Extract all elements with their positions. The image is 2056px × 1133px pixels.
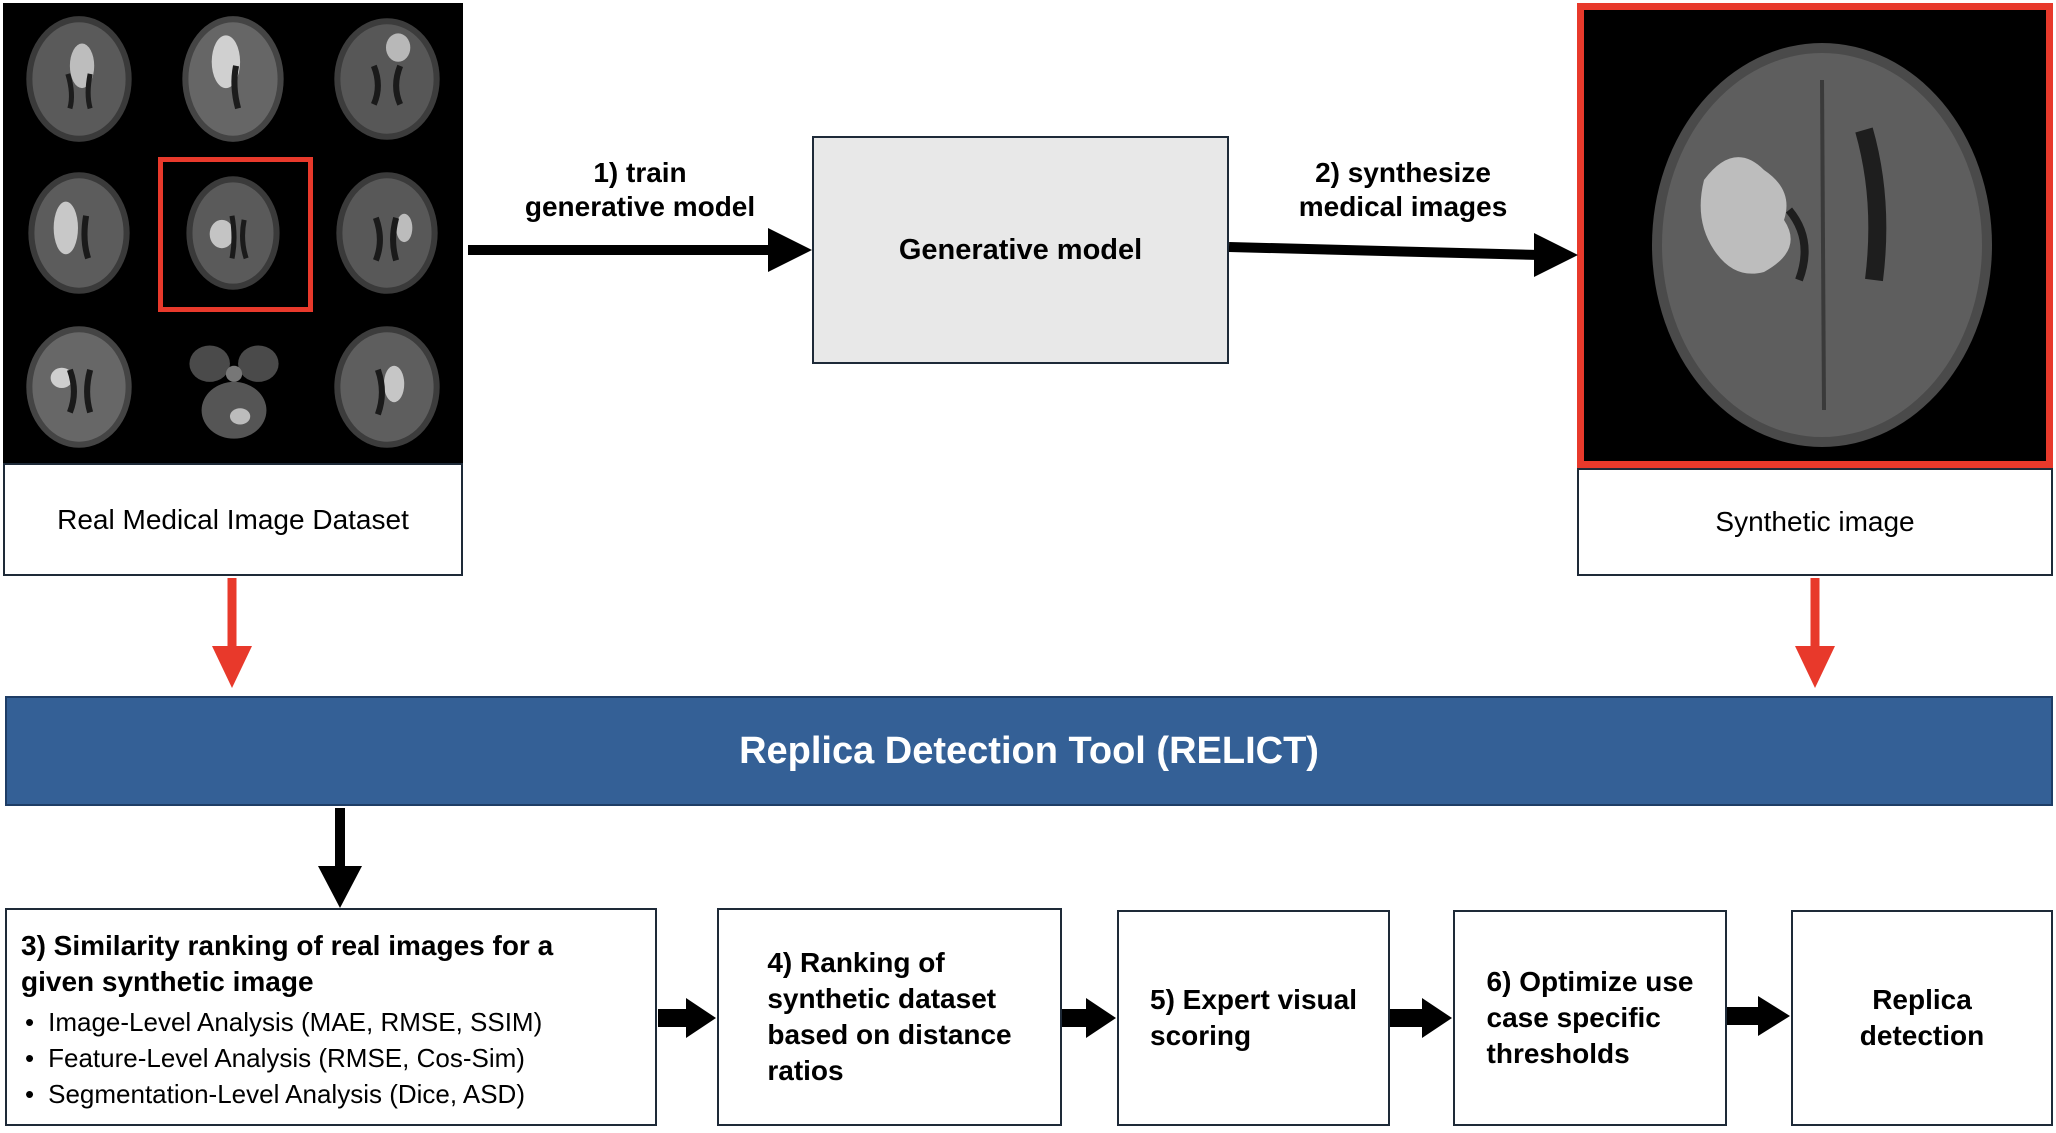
step-3-similarity-ranking-box: 3) Similarity ranking of real images for… [5,908,657,1126]
brain-scan-thumbnail [3,311,155,463]
replica-detection-line2: detection [1859,1020,1985,1051]
brain-scan-thumbnail [157,157,309,309]
dataset-to-relict-arrow-head [212,646,252,688]
step-4-line2: synthetic dataset [767,983,997,1014]
synthetic-brain-scan [1584,10,2046,461]
step3-to-step4-arrow-head [686,998,716,1038]
synthetic-image-frame [1577,3,2053,468]
step-5-line2: scoring [1150,1020,1252,1051]
synthetic-caption: Synthetic image [1715,506,1915,537]
step-6-line2: case specific [1486,1002,1661,1033]
brain-scan-thumbnail [3,3,155,155]
train-label-line1: 1) train [593,157,687,188]
step-5-line1: 5) Expert visual [1150,984,1357,1015]
step-5-expert-scoring-box: 5) Expert visual scoring [1117,910,1390,1126]
brain-scan-thumbnail [157,3,309,155]
step-6-thresholds-box: 6) Optimize use case specific thresholds [1453,910,1727,1126]
step-4-ranking-box: 4) Ranking of synthetic dataset based on… [717,908,1062,1126]
train-arrow-head [768,228,812,272]
synthetic-caption-box: Synthetic image [1577,468,2053,576]
replica-detection-line1: Replica [1872,984,1972,1015]
step-4-line3: based on distance [767,1019,1012,1050]
step-3-heading-line1: 3) Similarity ranking of real images for… [21,930,554,961]
replica-detection-box: Replica detection [1791,910,2053,1126]
train-label-line2: generative model [524,191,756,222]
real-image-grid [3,3,463,463]
step5-to-step6-arrow-head [1422,998,1452,1038]
generative-model-label: Generative model [898,233,1143,266]
relict-to-step3-arrow-head [318,866,362,908]
synthesize-arrow-line [1228,242,1541,260]
synthesize-arrow-head [1534,233,1578,277]
synthesize-arrow-label: 2) synthesize medical images [1258,156,1548,224]
brain-scan-thumbnail [311,311,463,463]
brain-scan-thumbnail [311,157,463,309]
step-4-line1: 4) Ranking of [767,947,945,978]
step-3-heading-line2: given synthetic image [21,966,314,997]
step-3-bullet: Feature-Level Analysis (RMSE, Cos-Sim) [25,1040,641,1076]
real-dataset-caption-box: Real Medical Image Dataset [3,463,463,576]
generative-model-box: Generative model [812,136,1229,364]
relict-title: Replica Detection Tool (RELICT) [739,729,1319,772]
synthesize-label-line2: medical images [1298,191,1508,222]
relict-banner: Replica Detection Tool (RELICT) [5,696,2053,806]
step4-to-step5-arrow-head [1086,998,1116,1038]
real-dataset-caption: Real Medical Image Dataset [57,503,409,535]
step-3-bullet: Segmentation-Level Analysis (Dice, ASD) [25,1076,641,1112]
step-4-line4: ratios [767,1055,844,1086]
synthetic-to-relict-arrow-head [1795,646,1835,688]
step-3-bullet: Image-Level Analysis (MAE, RMSE, SSIM) [25,1004,641,1040]
step-3-bullet-list: Image-Level Analysis (MAE, RMSE, SSIM) F… [21,1004,641,1112]
step6-to-replica-arrow-head [1758,996,1790,1036]
synthesize-label-line1: 2) synthesize [1315,157,1491,188]
brain-scan-thumbnail [3,157,155,309]
brain-scan-thumbnail [311,3,463,155]
brain-scan-thumbnail [157,311,309,463]
step-6-line1: 6) Optimize use [1486,966,1694,997]
train-arrow-label: 1) train generative model [500,156,780,224]
step-6-line3: thresholds [1486,1038,1630,1069]
